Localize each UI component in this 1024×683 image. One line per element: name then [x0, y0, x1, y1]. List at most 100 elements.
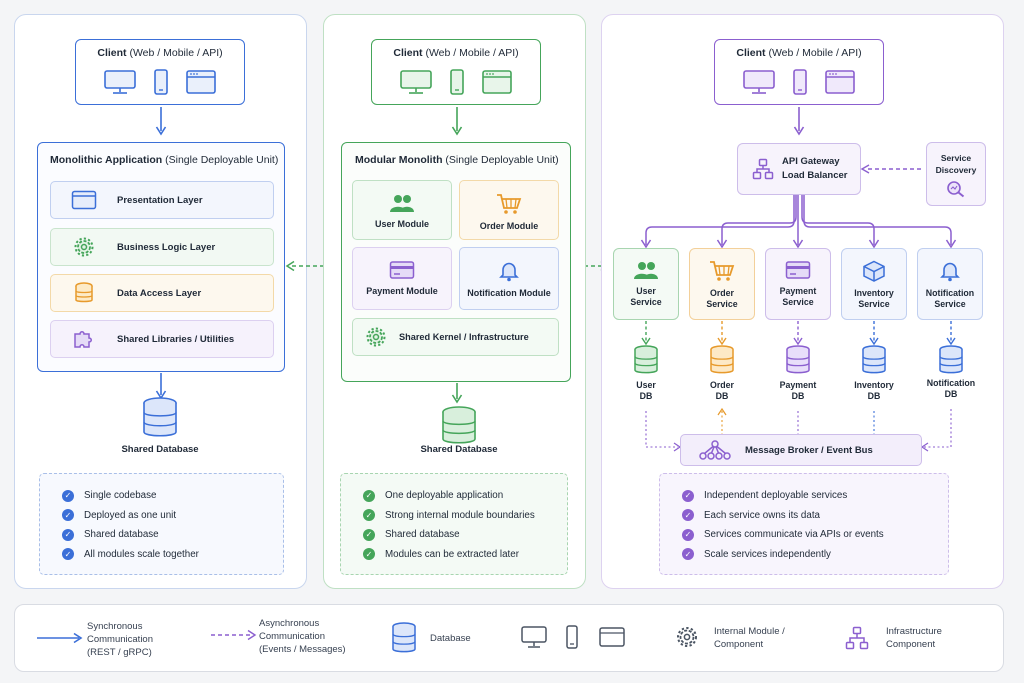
payment-db-icon — [786, 345, 810, 374]
service-label: Order — [710, 288, 734, 298]
presentation-layer: Presentation Layer — [50, 181, 274, 219]
order-db-icon — [710, 345, 734, 374]
monolith-panel: Client (Web / Mobile / API) Monolithic A… — [14, 14, 307, 589]
check-icon: ✓ — [682, 489, 694, 502]
feature-item: ✓Strong internal module boundaries — [363, 506, 567, 526]
feature-text: Services communicate via APIs or events — [704, 529, 884, 541]
legend-database: Database — [430, 633, 471, 644]
desktop-icon — [743, 70, 775, 94]
client-title: Client — [393, 47, 423, 59]
cart-icon — [497, 194, 522, 214]
feature-text: Modules can be extracted later — [385, 548, 519, 560]
notification-module: Notification Module — [459, 247, 559, 310]
check-icon: ✓ — [363, 528, 375, 541]
shared-database-icon — [442, 406, 476, 444]
mobile-icon — [793, 69, 807, 95]
gear-icon — [677, 627, 697, 647]
box-icon — [863, 260, 885, 282]
feature-item: ✓ All modules scale together — [62, 545, 283, 565]
users-icon — [634, 262, 658, 279]
discovery-label: Discovery — [935, 165, 977, 175]
layer-label: Shared Libraries / Utilities — [117, 333, 235, 345]
modular-features: ✓One deployable application ✓Strong inte… — [340, 473, 568, 575]
service-label: Payment — [779, 286, 817, 296]
module-label: Payment Module — [366, 286, 438, 296]
search-icon — [947, 181, 965, 198]
order-module: Order Module — [459, 180, 559, 240]
check-icon: ✓ — [62, 528, 74, 541]
feature-text: Shared database — [385, 529, 460, 541]
bell-icon — [940, 262, 960, 282]
module-label: User Module — [374, 219, 429, 229]
micro-client-box: Client (Web / Mobile / API) — [714, 39, 884, 105]
notification-db-icon — [939, 345, 963, 374]
check-icon: ✓ — [682, 548, 694, 561]
feature-text: Each service owns its data — [704, 509, 820, 521]
modular-title: Modular Monolith — [355, 154, 443, 166]
monolith-app-box: Monolithic Application (Single Deployabl… — [37, 142, 285, 372]
client-subtitle: (Web / Mobile / API) — [425, 47, 519, 59]
check-icon: ✓ — [682, 509, 694, 522]
mobile-icon — [566, 625, 578, 649]
message-broker-box: Message Broker / Event Bus — [680, 434, 922, 466]
bell-icon — [499, 262, 519, 282]
module-label: Notification Module — [467, 288, 551, 298]
monolith-subtitle: (Single Deployable Unit) — [165, 154, 279, 166]
feature-item: ✓Single codebase — [62, 486, 283, 506]
check-icon: ✓ — [682, 528, 694, 541]
check-icon: ✓ — [363, 509, 375, 522]
puzzle-icon — [74, 331, 92, 348]
load-balancer-label: Load Balancer — [782, 170, 848, 181]
desktop-icon — [400, 70, 432, 94]
arrow-client-to-gateway — [793, 107, 805, 136]
network-icon — [699, 440, 731, 460]
arrow-discovery-to-gateway — [860, 164, 924, 174]
cart-icon — [710, 261, 735, 281]
shared-database-label: Shared Database — [121, 444, 199, 455]
service-label: Inventory — [854, 288, 894, 298]
discovery-label: Service — [940, 153, 972, 163]
layer-label: Presentation Layer — [117, 194, 203, 206]
layer-label: Data Access Layer — [117, 287, 202, 299]
modular-app-box: Modular Monolith (Single Deployable Unit… — [341, 142, 571, 382]
arrow-app-to-db — [451, 383, 463, 404]
check-icon: ✓ — [62, 489, 74, 502]
arrow-client-to-app — [451, 107, 463, 136]
payment-module: Payment Module — [352, 247, 452, 310]
monolith-features: ✓Single codebase ✓Deployed as one unit ✓… — [39, 473, 284, 575]
check-icon: ✓ — [62, 548, 74, 561]
browser-icon — [482, 70, 512, 94]
feature-item: ✓ Services communicate via APIs or events — [682, 525, 948, 545]
modular-subtitle: (Single Deployable Unit) — [445, 154, 559, 166]
shared-kernel-box: Shared Kernel / Infrastructure — [352, 318, 559, 356]
feature-item: ✓Shared database — [62, 525, 283, 545]
solid-arrow-icon — [37, 632, 83, 644]
service-label: User — [636, 286, 656, 296]
modular-panel: Client (Web / Mobile / API) Modular Mono… — [323, 14, 586, 589]
service-label: Notification — [925, 288, 975, 298]
user-module: User Module — [352, 180, 452, 240]
user-db-icon — [634, 345, 658, 374]
hierarchy-icon — [752, 158, 774, 180]
feature-item: ✓ Shared database — [363, 525, 567, 545]
feature-item: ✓ Independent deployable services — [682, 486, 948, 506]
feature-text: Independent deployable services — [704, 490, 848, 502]
services-to-db-arrows — [641, 321, 956, 346]
window-icon — [71, 190, 97, 210]
desktop-icon — [104, 70, 136, 94]
monolith-title: Monolithic Application — [50, 154, 163, 166]
browser-icon — [825, 70, 855, 94]
data-access-layer: Data Access Layer — [50, 274, 274, 312]
shared-database-icon — [143, 397, 177, 437]
feature-text: All modules scale together — [84, 548, 199, 560]
feature-item: ✓ Each service owns its data — [682, 506, 948, 526]
